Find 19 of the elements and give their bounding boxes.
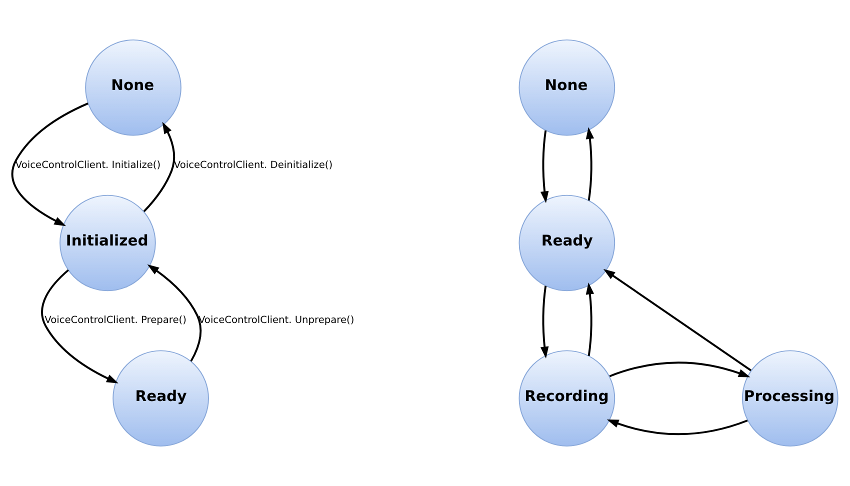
arrow [606, 419, 748, 436]
arrow [147, 264, 202, 362]
edge-label: VoiceControlClient. Initialize() [15, 160, 161, 171]
arrow [586, 127, 594, 201]
arrow [540, 130, 549, 204]
node-circle: Recording [518, 350, 616, 447]
arrow [41, 269, 118, 384]
arrow [11, 102, 88, 226]
edge-label: VoiceControlClient. Deinitialize() [174, 160, 333, 171]
arrow [143, 122, 176, 212]
arrow [586, 282, 594, 356]
arrow [603, 269, 752, 372]
node-circle: Ready [112, 350, 209, 447]
node-circle: Initialized [60, 194, 156, 292]
arrow [609, 362, 750, 378]
edge-label: VoiceControlClient. Prepare() [44, 315, 186, 326]
node-circle: None [518, 39, 616, 136]
arrow [540, 286, 549, 358]
node-circle: Processing [742, 350, 838, 447]
